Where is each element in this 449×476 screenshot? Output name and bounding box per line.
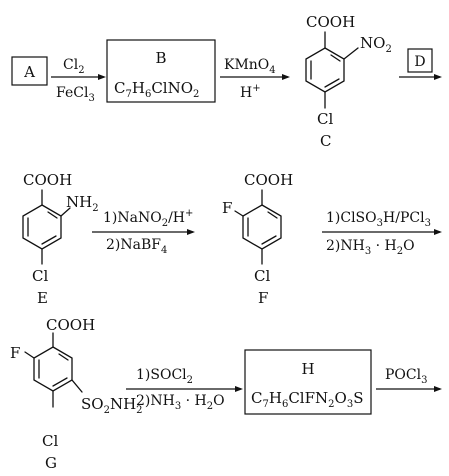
reagent-e-to-f-bottom: 2)NaBF4	[106, 237, 167, 256]
compound-e-label: E	[37, 289, 48, 307]
compound-g-f: F	[10, 344, 20, 362]
compound-a-box	[11, 56, 48, 86]
compound-c-inner-bond	[330, 54, 341, 62]
compound-c-structure	[305, 31, 359, 109]
reagent-g-to-h-bottom: 2)NH3 · H2O	[136, 393, 225, 412]
compound-a-label: A	[23, 63, 35, 81]
compound-g-inner-bond	[52, 377, 68, 387]
compound-g-cl: Cl	[42, 432, 58, 450]
compound-e-ring	[22, 204, 62, 250]
compound-h-formula: C7H6ClFN2O3S	[251, 389, 363, 410]
reagent-b-to-c-top: KMnO4	[224, 57, 276, 76]
compound-g-structure	[24, 332, 83, 408]
compound-f-f: F	[222, 199, 232, 217]
compound-c-no2-bond	[343, 47, 359, 60]
compound-g-ring	[33, 346, 73, 392]
compound-f-inner-bond	[267, 211, 278, 219]
compound-e-structure	[22, 189, 71, 265]
compound-f-structure	[234, 189, 282, 265]
compound-f-ring	[242, 204, 282, 250]
compound-g-so2nh2: SO2NH2	[81, 395, 143, 416]
arrow-f-to-g-head	[434, 229, 442, 235]
compound-d-label: D	[414, 54, 425, 70]
arrow-e-to-f-head	[187, 229, 195, 235]
reagent-g-to-h-top: 1)SOCl2	[136, 367, 193, 386]
compound-c-cl: Cl	[317, 110, 333, 128]
compound-f-cooh: COOH	[244, 171, 293, 189]
compound-b-box	[106, 39, 216, 103]
arrow-g-to-h-head	[235, 386, 243, 392]
compound-f-f-bond	[234, 210, 244, 217]
compound-c-cooh: COOH	[306, 13, 355, 31]
reagent-b-to-c-bottom: H+	[240, 83, 261, 101]
compound-e-cooh: COOH	[23, 171, 72, 189]
compound-e-nh2: NH2	[66, 193, 99, 214]
reagent-a-to-b-bottom: FeCl3	[56, 85, 95, 104]
compound-c-no2: NO2	[360, 34, 392, 55]
compound-h-label: H	[301, 360, 314, 378]
arrow-h-to-next-head	[434, 386, 442, 392]
arrow-a-to-b-head	[98, 74, 106, 80]
arrow-b-to-c-head	[282, 74, 290, 80]
compound-f-cl: Cl	[254, 267, 270, 285]
compound-c-ring	[305, 47, 345, 93]
compound-e-inner-bond	[41, 235, 57, 245]
reagent-f-to-g-top: 1)ClSO3H/PCl3	[326, 210, 431, 229]
compound-e-cl: Cl	[32, 267, 48, 285]
arrow-c-to-d-head	[434, 74, 442, 80]
compound-e-inner-bond	[47, 211, 58, 219]
compound-d-box	[407, 48, 433, 73]
reagent-a-to-b-top: Cl2	[63, 57, 85, 76]
compound-g-cooh: COOH	[46, 316, 95, 334]
compound-b-formula: C7H6ClNO2	[114, 79, 199, 100]
compound-f-inner-bond	[261, 235, 277, 245]
compound-c-inner-bond	[324, 78, 340, 88]
compound-g-f-bond	[24, 351, 35, 359]
compound-g-so2nh2-bond	[71, 379, 83, 393]
compound-h-box	[244, 349, 372, 415]
reagent-h-next-top: POCl3	[385, 367, 427, 386]
compound-e-nh2-bond	[60, 207, 71, 217]
compound-f-label: F	[258, 289, 268, 307]
reagent-f-to-g-bottom: 2)NH3 · H2O	[326, 238, 415, 257]
compound-b-label: B	[155, 49, 166, 67]
compound-g-inner-bond	[58, 353, 69, 361]
compound-c-label: C	[320, 132, 331, 150]
reagent-e-to-f-top: 1)NaNO2/H+	[103, 208, 193, 229]
compound-g-label: G	[45, 454, 57, 472]
